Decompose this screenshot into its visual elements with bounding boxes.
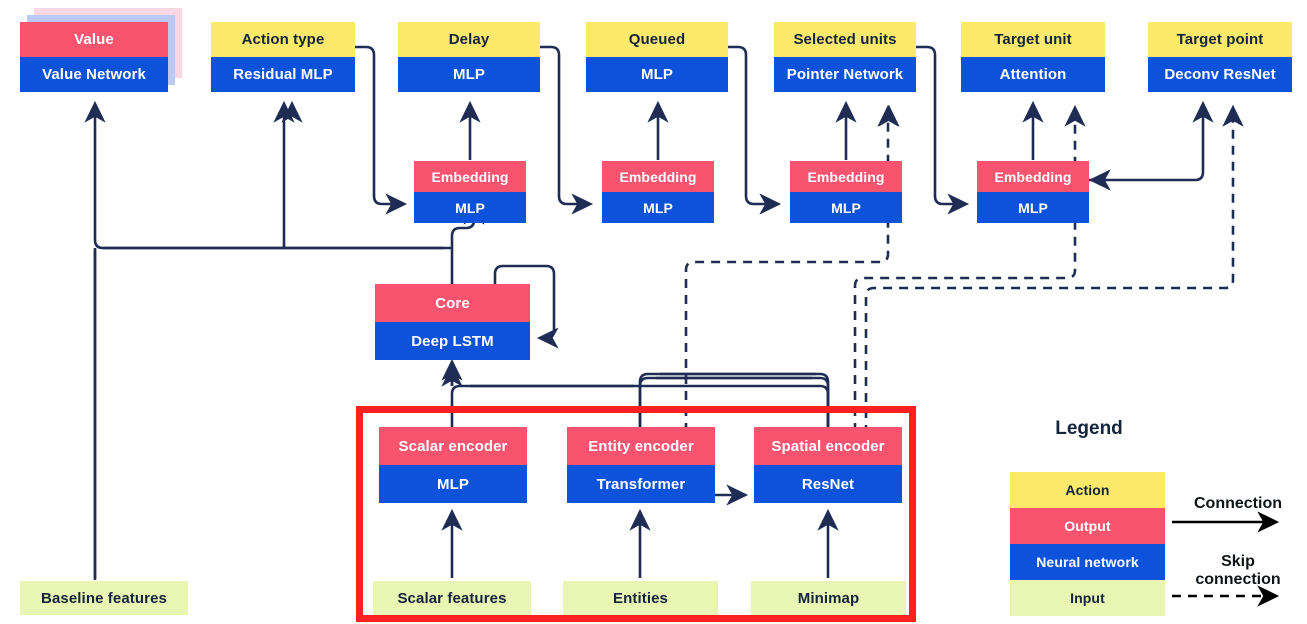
embedding-2[interactable]: Embedding MLP bbox=[602, 161, 714, 223]
head-target-point-network-label: Deconv ResNet bbox=[1148, 57, 1292, 92]
head-target-point[interactable]: Target point Deconv ResNet bbox=[1148, 22, 1292, 92]
head-delay[interactable]: Delay MLP bbox=[398, 22, 540, 92]
head-selected-units-network-label: Pointer Network bbox=[774, 57, 916, 92]
head-target-unit-label: Target unit bbox=[961, 22, 1105, 57]
input-scalar-features[interactable]: Scalar features bbox=[373, 581, 531, 615]
head-selected-units-label: Selected units bbox=[774, 22, 916, 57]
encoders-highlight-box bbox=[356, 406, 916, 622]
embedding-3-network-label: MLP bbox=[790, 192, 902, 223]
legend-swatch-input: Input bbox=[1010, 580, 1165, 616]
embedding-3-label: Embedding bbox=[790, 161, 902, 192]
embedding-3[interactable]: Embedding MLP bbox=[790, 161, 902, 223]
legend-swatch-neural-network: Neural network bbox=[1010, 544, 1165, 580]
spatial-encoder[interactable]: Spatial encoder ResNet bbox=[754, 427, 902, 503]
head-action-type[interactable]: Action type Residual MLP bbox=[211, 22, 355, 92]
embedding-2-network-label: MLP bbox=[602, 192, 714, 223]
head-queued-network-label: MLP bbox=[586, 57, 728, 92]
embedding-4-label: Embedding bbox=[977, 161, 1089, 192]
scalar-encoder[interactable]: Scalar encoder MLP bbox=[379, 427, 527, 503]
head-target-unit[interactable]: Target unit Attention bbox=[961, 22, 1105, 92]
head-value-output-label: Value bbox=[20, 22, 168, 57]
legend-skip-label-line1: Skip bbox=[1221, 553, 1255, 570]
embedding-2-label: Embedding bbox=[602, 161, 714, 192]
input-minimap-label: Minimap bbox=[751, 581, 906, 615]
embedding-4[interactable]: Embedding MLP bbox=[977, 161, 1089, 223]
legend-arrow-samples bbox=[1172, 511, 1280, 607]
core-network-label: Deep LSTM bbox=[375, 322, 530, 360]
spatial-encoder-label: Spatial encoder bbox=[754, 427, 902, 465]
head-queued-label: Queued bbox=[586, 22, 728, 57]
input-baseline-features[interactable]: Baseline features bbox=[20, 581, 188, 615]
head-target-unit-network-label: Attention bbox=[961, 57, 1105, 92]
legend-connection-label: Connection bbox=[1194, 495, 1282, 512]
head-queued[interactable]: Queued MLP bbox=[586, 22, 728, 92]
head-selected-units[interactable]: Selected units Pointer Network bbox=[774, 22, 916, 92]
spatial-encoder-network-label: ResNet bbox=[754, 465, 902, 503]
scalar-encoder-label: Scalar encoder bbox=[379, 427, 527, 465]
legend-swatch-output: Output bbox=[1010, 508, 1165, 544]
entity-encoder-network-label: Transformer bbox=[567, 465, 715, 503]
head-value-network-label: Value Network bbox=[20, 57, 168, 92]
legend-swatch-action: Action bbox=[1010, 472, 1165, 508]
scalar-encoder-network-label: MLP bbox=[379, 465, 527, 503]
entity-encoder-label: Entity encoder bbox=[567, 427, 715, 465]
head-delay-label: Delay bbox=[398, 22, 540, 57]
input-baseline-features-label: Baseline features bbox=[20, 581, 188, 615]
embedding-4-network-label: MLP bbox=[977, 192, 1089, 223]
head-action-type-network-label: Residual MLP bbox=[211, 57, 355, 92]
input-scalar-features-label: Scalar features bbox=[373, 581, 531, 615]
embedding-1-label: Embedding bbox=[414, 161, 526, 192]
core-label: Core bbox=[375, 284, 530, 322]
head-target-point-label: Target point bbox=[1148, 22, 1292, 57]
input-entities[interactable]: Entities bbox=[563, 581, 718, 615]
head-value[interactable]: Value Value Network bbox=[20, 22, 168, 92]
core-module[interactable]: Core Deep LSTM bbox=[375, 284, 530, 360]
entity-encoder[interactable]: Entity encoder Transformer bbox=[567, 427, 715, 503]
input-minimap[interactable]: Minimap bbox=[751, 581, 906, 615]
head-delay-network-label: MLP bbox=[398, 57, 540, 92]
legend-skip-label-line2: connection bbox=[1195, 571, 1281, 588]
input-entities-label: Entities bbox=[563, 581, 718, 615]
embedding-1[interactable]: Embedding MLP bbox=[414, 161, 526, 223]
embedding-1-network-label: MLP bbox=[414, 192, 526, 223]
legend-title: Legend bbox=[1055, 418, 1123, 439]
head-action-type-label: Action type bbox=[211, 22, 355, 57]
legend-swatch-stack: Action Output Neural network Input bbox=[1010, 472, 1165, 616]
